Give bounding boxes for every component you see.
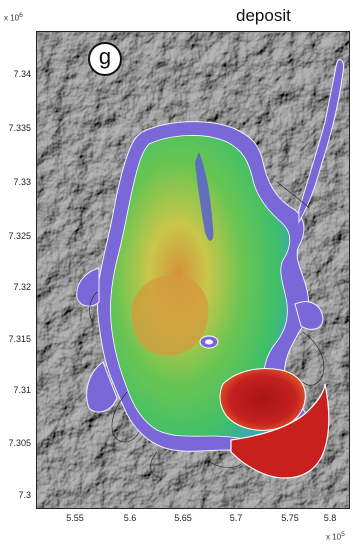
thick-deposit-zone (219, 368, 306, 431)
y-tick-label: 7.31 (13, 385, 31, 395)
y-tick-label: 7.34 (13, 69, 31, 79)
southern-crescent (230, 383, 330, 479)
x-tick-label: 5.65 (174, 513, 192, 523)
x-tick-label: 5.55 (66, 513, 84, 523)
y-tick-label: 7.32 (13, 282, 31, 292)
map-title: deposit (236, 6, 291, 25)
x-tick-label: 5.7 (229, 513, 243, 523)
y-tick-label: 7.335 (8, 123, 31, 133)
blue-channel (195, 152, 214, 241)
map-area (36, 31, 350, 509)
y-tick-label: 7.325 (8, 231, 31, 241)
x-tick-label: 5.8 (323, 513, 337, 523)
panel-label-badge: g (88, 42, 122, 76)
y-tick-label: 7.33 (13, 177, 31, 187)
y-tick-label: 7.305 (8, 438, 31, 448)
mid-thickness-zone (131, 275, 209, 356)
y-tick-label: 7.3 (18, 490, 31, 500)
west-fringe (86, 361, 118, 413)
x-axis-exponent: x 105 (326, 531, 345, 542)
y-axis-exponent: x 106 (4, 12, 23, 23)
contour-lines (89, 181, 325, 479)
map-canvas (37, 32, 349, 508)
x-tick-label: 5.6 (123, 513, 137, 523)
x-tick-label: 5.75 (281, 513, 299, 523)
north-lobe (298, 59, 344, 224)
east-fringe (294, 301, 324, 330)
y-tick-label: 7.315 (8, 334, 31, 344)
island-core (205, 339, 213, 345)
